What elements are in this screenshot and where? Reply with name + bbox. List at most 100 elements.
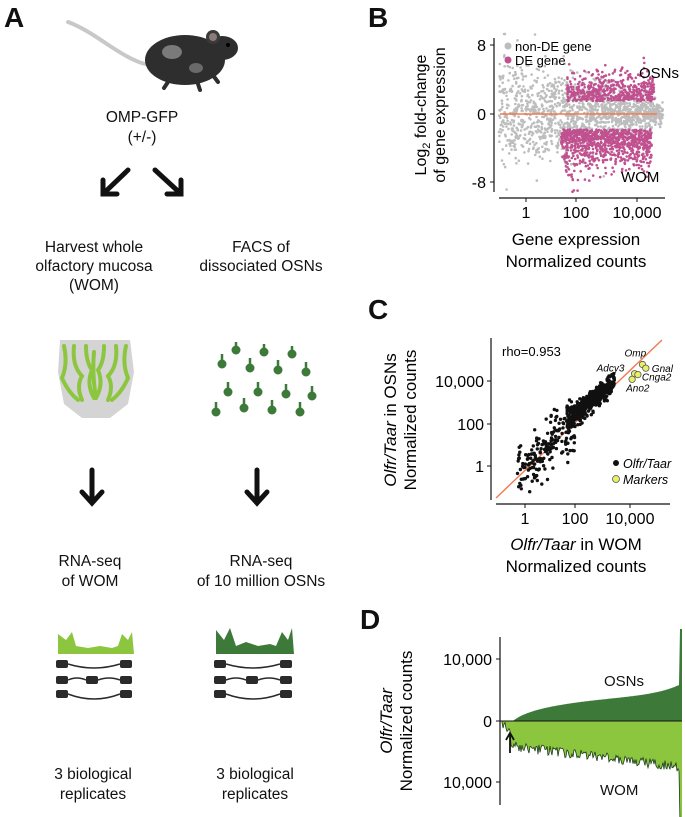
b-point [591, 132, 594, 136]
b-point [584, 161, 587, 165]
c-point [603, 390, 607, 394]
b-point [570, 92, 574, 96]
b-point [647, 164, 651, 168]
b-point [651, 80, 654, 84]
b-point [604, 103, 608, 106]
b-point [651, 108, 655, 111]
b-point [517, 103, 520, 106]
b-point [554, 96, 558, 99]
b-point [604, 78, 607, 82]
b-point [640, 142, 643, 145]
b-point [595, 131, 599, 134]
b-point [607, 80, 611, 84]
b-point [572, 116, 575, 120]
c-point [606, 379, 610, 384]
b-point [629, 153, 632, 156]
b-point [499, 90, 502, 94]
b-point [569, 146, 572, 149]
b-point [545, 118, 549, 121]
b-point [649, 104, 653, 108]
d-wom-edge [501, 721, 681, 817]
b-point [588, 162, 592, 165]
b-point [566, 148, 569, 152]
b-point [566, 117, 570, 121]
b-point [632, 89, 636, 93]
b-point [508, 142, 511, 146]
b-point [655, 114, 658, 118]
b-point [557, 89, 561, 93]
b-ylabel-line1: Log2 fold-change [413, 54, 433, 175]
b-point [568, 90, 571, 93]
b-point [526, 140, 529, 143]
b-point [505, 125, 508, 128]
b-point [611, 166, 614, 169]
b-point [642, 115, 645, 119]
b-point [637, 150, 641, 154]
b-point [591, 174, 595, 177]
b-point [642, 129, 646, 133]
b-point [565, 104, 569, 108]
b-point [498, 84, 501, 88]
b-point [579, 170, 582, 173]
c-point [612, 381, 616, 386]
c-point [544, 417, 548, 421]
b-point [618, 145, 622, 149]
b-point [589, 119, 593, 123]
b-point [565, 81, 569, 84]
b-point [616, 120, 619, 124]
b-point [547, 122, 550, 126]
b-point [536, 76, 539, 80]
c-marker-point [628, 375, 636, 383]
b-point [603, 152, 607, 155]
b-point [514, 80, 518, 84]
b-point [527, 64, 530, 67]
b-point [580, 108, 584, 112]
b-point [510, 89, 514, 93]
b-point [517, 122, 520, 125]
b-point [589, 85, 593, 88]
b-point [595, 164, 598, 167]
c-point [572, 435, 577, 440]
b-point [511, 140, 515, 144]
b-point [588, 116, 592, 120]
b-point [592, 86, 595, 89]
b-point [650, 114, 653, 118]
b-point [533, 79, 536, 82]
b-point [607, 73, 611, 76]
c-point [549, 414, 553, 418]
b-point [604, 108, 607, 112]
c-point [530, 448, 534, 452]
b-point [658, 114, 661, 117]
b-point [576, 91, 579, 94]
b-point [634, 108, 637, 112]
b-point [575, 117, 579, 120]
c-point [533, 428, 537, 432]
b-point [504, 144, 508, 147]
c-point [567, 428, 571, 432]
b-point [581, 78, 584, 81]
b-point [555, 104, 558, 108]
b-point [594, 146, 598, 149]
c-marker-label: Gnal [652, 364, 674, 375]
c-point [572, 423, 576, 427]
osn-cells-icon [211, 342, 317, 417]
b-point [643, 61, 646, 65]
b-point [577, 146, 580, 149]
b-point [567, 173, 570, 177]
b-point [583, 92, 586, 96]
b-point [537, 147, 540, 150]
b-point [498, 114, 501, 117]
b-point [607, 120, 610, 124]
c-point [564, 430, 568, 434]
b-point [510, 133, 513, 136]
c-point [518, 450, 522, 454]
c-point [540, 482, 544, 486]
b-point [528, 142, 532, 146]
b-point [649, 136, 652, 140]
b-point [561, 132, 565, 136]
b-point [586, 111, 589, 114]
b-point [587, 87, 591, 91]
b-point [575, 99, 578, 103]
c-point [531, 444, 535, 448]
c-point [530, 479, 534, 483]
